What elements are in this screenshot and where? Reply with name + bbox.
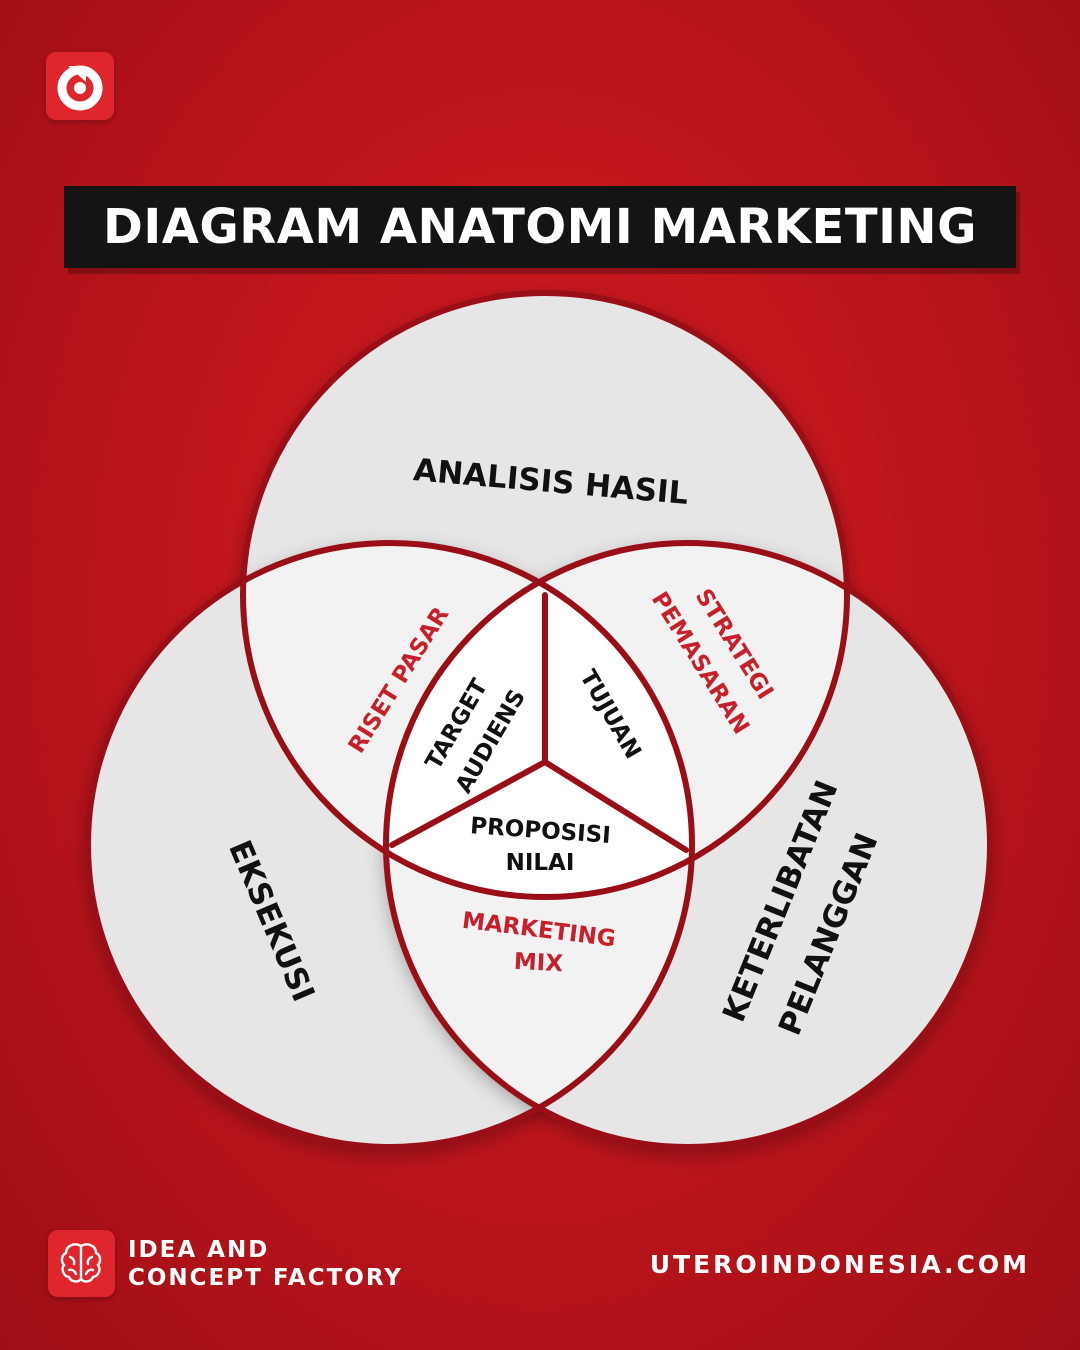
label-mix: MIX [513,949,564,978]
brand-name: IDEA AND CONCEPT FACTORY [128,1236,403,1292]
outline-left [85,540,695,1150]
brain-icon [60,1243,102,1283]
title-banner: DIAGRAM ANATOMI MARKETING [64,186,1016,268]
brand-line-2: CONCEPT FACTORY [128,1265,403,1291]
divider-right [542,759,689,853]
website-link[interactable]: UTEROINDONESIA.COM [649,1250,1030,1279]
utero-logo[interactable] [46,52,114,120]
brand-line-1: IDEA AND [128,1237,270,1263]
center-region [386,543,692,897]
outline-right [383,540,993,1150]
label-nilai: NILAI [506,850,575,876]
divider-left [389,759,548,848]
outline-top [240,290,850,900]
brand-badge[interactable] [48,1230,115,1297]
utero-logo-icon [57,65,103,111]
page-title: DIAGRAM ANATOMI MARKETING [103,199,977,255]
